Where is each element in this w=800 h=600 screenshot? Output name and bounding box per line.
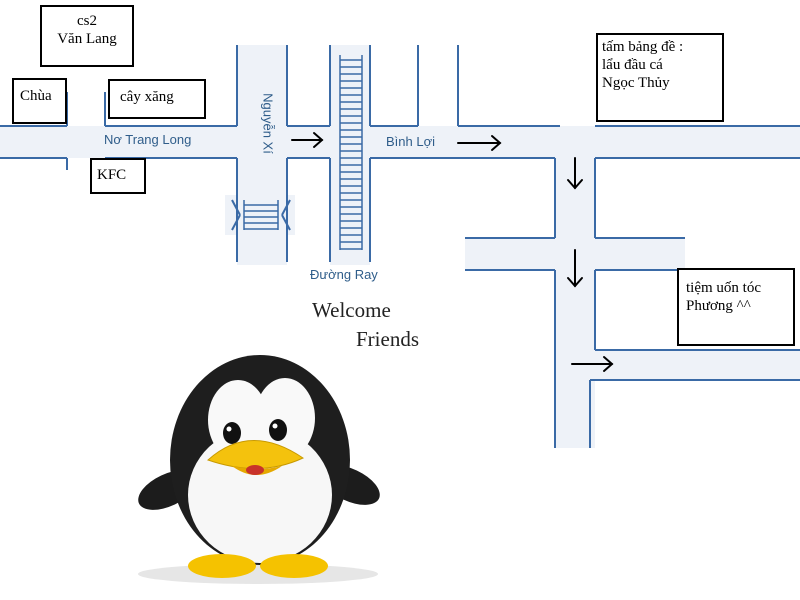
route-arrow-down-icon — [567, 249, 583, 288]
landmark-campus-line1: cs2 — [77, 13, 97, 29]
landmark-campus: cs2 Văn Lang — [40, 5, 134, 67]
street-label-binh-loi: Bình Lợi — [386, 134, 435, 149]
welcome-text: Welcome — [312, 298, 391, 322]
crosswalk — [243, 200, 279, 230]
landmark-temple: Chùa — [12, 78, 67, 124]
landmark-sign: tấm bảng đề : lẩu đầu cá Ngọc Thủy — [596, 33, 724, 122]
road-edges — [0, 45, 800, 448]
landmark-salon: tiệm uốn tóc Phương ^^ — [677, 268, 795, 346]
landmark-salon-line1: tiệm uốn tóc — [686, 280, 761, 296]
landmark-sign-line3: Ngọc Thủy — [602, 75, 670, 91]
landmark-sign-line2: lẩu đầu cá — [602, 57, 663, 73]
landmark-kfc: KFC — [90, 158, 146, 194]
route-arrow-right-icon — [457, 135, 502, 151]
landmark-gas-station: cây xăng — [108, 79, 206, 119]
landmark-sign-line1: tấm bảng đề : — [602, 39, 684, 55]
landmark-salon-line2: Phương ^^ — [686, 298, 751, 314]
street-label-duong-ray: Đường Ray — [310, 267, 378, 282]
penguin-icon — [138, 355, 380, 584]
street-label-no-trang-long: Nơ Trang Long — [104, 132, 192, 147]
route-arrow-down-icon — [567, 157, 583, 190]
friends-text: Friends — [356, 327, 419, 351]
railway-track — [339, 55, 363, 250]
route-arrow-right-icon — [571, 356, 614, 372]
street-label-nguyen-xi: Nguyễn Xí — [260, 93, 276, 154]
route-arrow-right-icon — [291, 132, 324, 148]
landmark-campus-line2: Văn Lang — [57, 31, 117, 47]
